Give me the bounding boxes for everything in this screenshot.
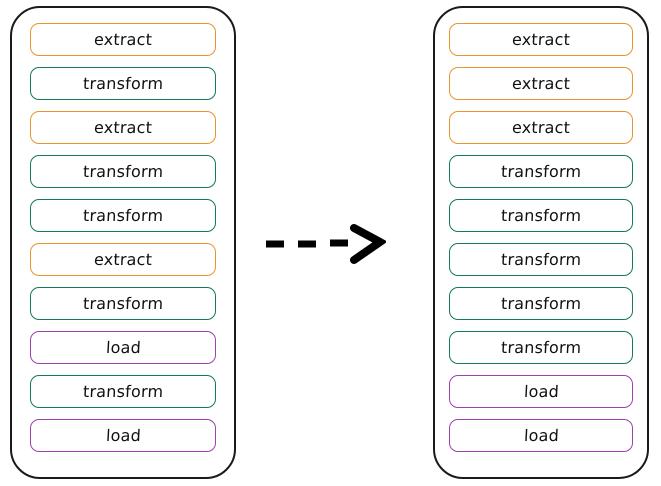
sorted-task-queue-panel: extract extract extract transform transform t… [433, 6, 649, 479]
task-pill-load[interactable]: load [449, 375, 633, 408]
task-pill-extract[interactable]: extract [30, 23, 216, 56]
task-pill-load[interactable]: load [30, 331, 216, 364]
task-pill-load[interactable]: load [30, 419, 216, 452]
task-pill-transform[interactable]: transform [449, 243, 633, 276]
task-pill-label: load [105, 425, 142, 445]
task-pill-label: transform [82, 293, 164, 313]
task-pill-label: transform [500, 337, 582, 357]
task-pill-label: extract [511, 73, 571, 93]
task-pill-label: extract [93, 29, 153, 49]
task-pill-label: extract [511, 117, 571, 137]
task-pill-transform[interactable]: transform [30, 67, 216, 100]
task-pill-label: extract [93, 249, 153, 269]
task-pill-label: extract [511, 29, 571, 49]
task-pill-label: transform [82, 161, 164, 181]
task-pill-transform[interactable]: transform [449, 199, 633, 232]
task-pill-label: extract [93, 117, 153, 137]
task-pill-extract[interactable]: extract [449, 111, 633, 144]
task-pill-extract[interactable]: extract [30, 111, 216, 144]
task-pill-label: transform [82, 205, 164, 225]
task-pill-extract[interactable]: extract [30, 243, 216, 276]
sorted-task-list: extract extract extract transform transform t… [435, 8, 647, 477]
task-pill-label: load [105, 337, 142, 357]
task-pill-transform[interactable]: transform [30, 287, 216, 320]
task-pill-transform[interactable]: transform [449, 287, 633, 320]
task-pill-extract[interactable]: extract [449, 23, 633, 56]
task-pill-label: transform [82, 73, 164, 93]
task-pill-label: transform [500, 161, 582, 181]
task-pill-label: transform [500, 249, 582, 269]
task-pill-extract[interactable]: extract [449, 67, 633, 100]
unsorted-task-queue-panel: extract transform extract transform transfor… [10, 6, 236, 479]
task-pill-transform[interactable]: transform [30, 199, 216, 232]
task-pill-transform[interactable]: transform [30, 375, 216, 408]
task-pill-transform[interactable]: transform [30, 155, 216, 188]
task-pill-label: transform [500, 205, 582, 225]
unsorted-task-list: extract transform extract transform transfor… [12, 8, 234, 477]
task-pill-label: load [523, 381, 560, 401]
task-pill-transform[interactable]: transform [449, 331, 633, 364]
task-pill-label: transform [82, 381, 164, 401]
task-pill-label: load [523, 425, 560, 445]
task-pill-transform[interactable]: transform [449, 155, 633, 188]
task-pill-load[interactable]: load [449, 419, 633, 452]
dashed-right-arrow [264, 222, 386, 266]
task-pill-label: transform [500, 293, 582, 313]
